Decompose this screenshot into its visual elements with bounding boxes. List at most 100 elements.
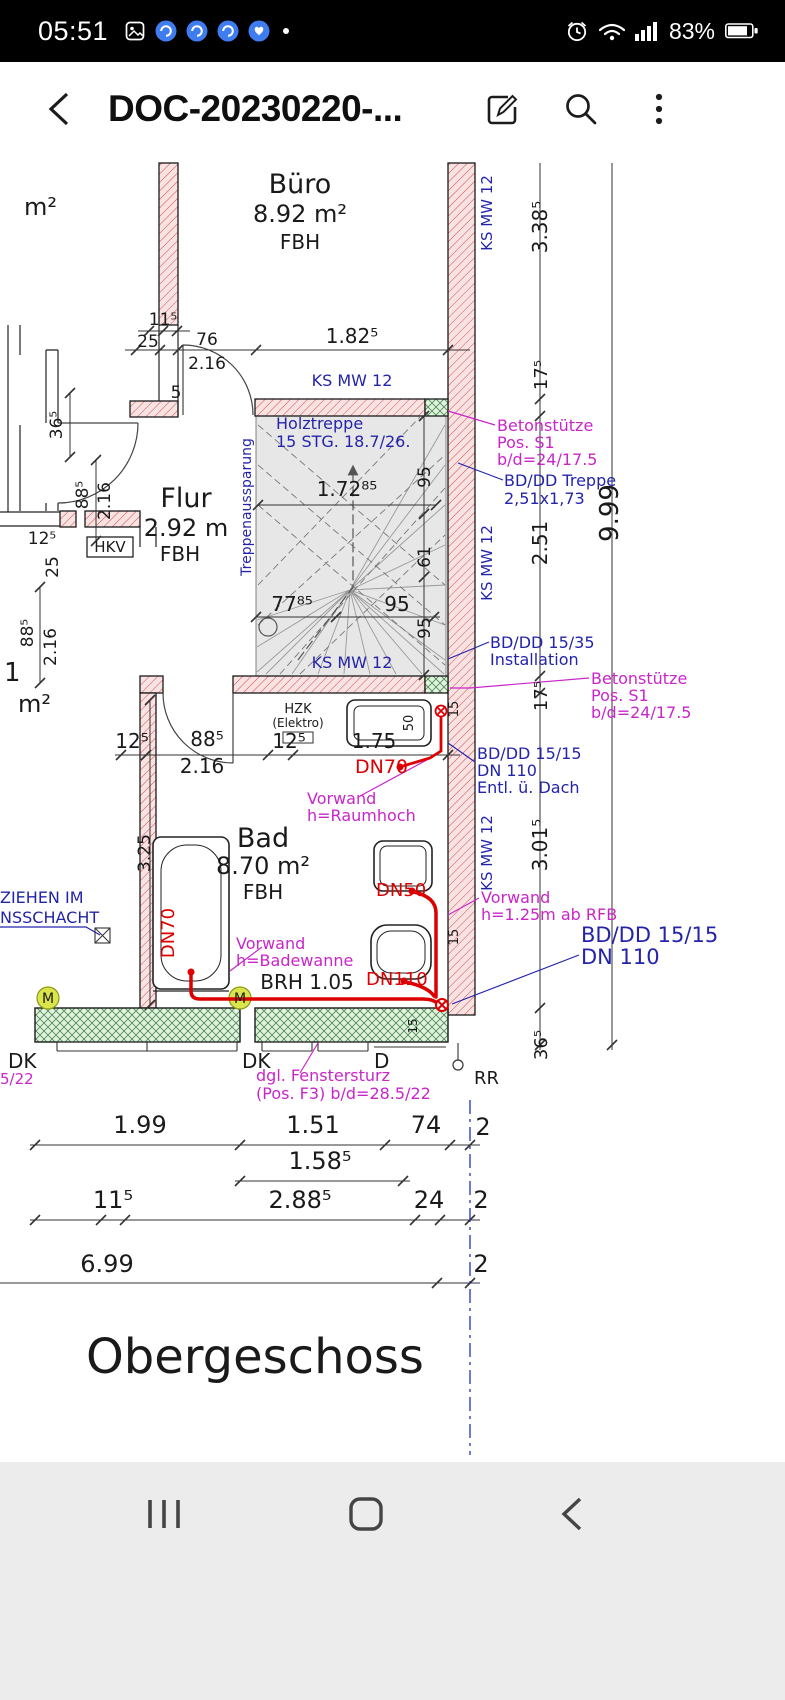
plan-label: 8.70 m² bbox=[216, 852, 310, 880]
plan-label: 2 bbox=[473, 1250, 488, 1278]
plan-label: dgl. Fenstersturz bbox=[256, 1066, 390, 1085]
shaft-symbol-x bbox=[94, 927, 111, 944]
plan-label: h=Raumhoch bbox=[307, 806, 416, 825]
plan-label: M bbox=[234, 991, 246, 1007]
plan-label: 8.92 m² bbox=[253, 200, 347, 228]
lintel-window-right bbox=[254, 1007, 449, 1043]
wall-middle-left bbox=[139, 675, 164, 694]
door-swings bbox=[57, 344, 254, 764]
plan-label: DK bbox=[8, 1049, 37, 1073]
plan-label: 15 STG. 18.7/26. bbox=[276, 432, 410, 451]
plan-label: 17⁵ bbox=[531, 360, 552, 390]
plan-label: Vorwand bbox=[481, 888, 550, 907]
rr-circle bbox=[452, 1059, 464, 1071]
plan-label: KS MW 12 bbox=[478, 175, 496, 251]
plan-label: FBH bbox=[280, 230, 320, 254]
plan-label: KS MW 12 bbox=[478, 815, 496, 891]
plan-label: FBH bbox=[160, 542, 200, 566]
plan-label: 17⁵ bbox=[531, 681, 552, 711]
recents-button[interactable] bbox=[142, 1494, 186, 1534]
status-bar: 05:51 bbox=[0, 0, 785, 62]
plan-label: Pos. S1 bbox=[591, 686, 649, 705]
sync-icon bbox=[217, 20, 239, 42]
plan-label: 50 bbox=[402, 715, 417, 732]
recents-icon bbox=[148, 1500, 180, 1528]
washbasin bbox=[346, 699, 432, 747]
plan-label: M bbox=[42, 991, 54, 1007]
plan-label: 2.16 bbox=[41, 628, 61, 666]
plan-label: BD/DD 15/35 bbox=[490, 633, 595, 652]
plan-label: 25 bbox=[43, 556, 63, 578]
plan-label: 5 bbox=[171, 383, 182, 403]
search-icon bbox=[566, 93, 597, 124]
plan-label: ZIEHEN IM bbox=[0, 888, 84, 907]
plan-label: 11⁵ bbox=[93, 1186, 133, 1214]
plan-label: BD/DD 15/15 bbox=[477, 744, 582, 763]
plan-label: 15 bbox=[406, 1018, 420, 1033]
plan-label: RR bbox=[474, 1068, 499, 1089]
more-options-icon bbox=[655, 93, 663, 124]
dimension-lines bbox=[0, 163, 618, 1289]
plan-label: 9.99 bbox=[595, 484, 625, 542]
wall-middle bbox=[232, 675, 426, 694]
back-button[interactable] bbox=[40, 87, 84, 131]
plan-label: 15 bbox=[447, 701, 462, 718]
plan-label: Flur bbox=[160, 483, 212, 514]
more-options-button[interactable] bbox=[637, 87, 681, 131]
battery-percent: 83% bbox=[668, 17, 715, 44]
washbasin-inner bbox=[353, 705, 425, 741]
concrete-column-top bbox=[424, 398, 449, 417]
plan-label: Pos. S1 bbox=[497, 433, 555, 452]
plan-label: DN50 bbox=[376, 880, 426, 901]
plan-label: 2.16 bbox=[188, 354, 226, 374]
plan-label: DN 110 bbox=[477, 761, 537, 780]
plan-label: Bad bbox=[237, 823, 289, 854]
plan-label: 36⁵ bbox=[531, 1030, 552, 1060]
plan-label: 2 bbox=[475, 1113, 490, 1141]
notification-icons bbox=[124, 20, 290, 42]
plan-label: 95 bbox=[415, 617, 435, 639]
document-title: DOC-20230220-... bbox=[108, 87, 403, 129]
plan-label: 2.92 m bbox=[144, 514, 228, 542]
plan-label: m² bbox=[18, 690, 51, 718]
home-button[interactable] bbox=[344, 1494, 388, 1534]
plan-label: 12⁵ bbox=[272, 729, 305, 753]
plan-label: FBH bbox=[243, 880, 283, 904]
plan-label: 1.75 bbox=[352, 729, 397, 753]
plan-label: 1.58⁵ bbox=[288, 1147, 351, 1175]
wall-buero-left bbox=[158, 162, 179, 326]
plan-label: 11⁵ bbox=[149, 310, 177, 330]
walls bbox=[34, 162, 476, 1043]
plan-label: 1 bbox=[4, 658, 21, 688]
plan-label: Vorwand bbox=[236, 934, 305, 953]
hkv-box bbox=[86, 536, 134, 558]
plan-label: (Elektro) bbox=[272, 716, 323, 730]
battery-icon bbox=[725, 23, 758, 39]
plan-label: 61 bbox=[415, 546, 435, 568]
search-button[interactable] bbox=[559, 87, 603, 131]
plan-label: BRH 1.05 bbox=[260, 970, 354, 994]
wall-right bbox=[447, 162, 476, 1016]
fixtures bbox=[36, 536, 464, 1071]
structure-lines bbox=[0, 325, 229, 992]
meter-circle bbox=[36, 986, 60, 1010]
plan-label: 25 bbox=[137, 332, 159, 352]
edit-button[interactable] bbox=[481, 87, 525, 131]
hzk-box bbox=[282, 731, 314, 744]
plan-label: 1.82⁵ bbox=[326, 324, 379, 348]
nav-back-button[interactable] bbox=[552, 1494, 596, 1534]
window-frames bbox=[56, 1041, 446, 1052]
plan-label: 1.72⁸⁵ bbox=[317, 477, 378, 501]
app-header: DOC-20230220-... bbox=[0, 62, 785, 155]
alarm-icon bbox=[567, 21, 587, 42]
pipes bbox=[187, 704, 449, 1012]
sync-icon bbox=[186, 20, 208, 42]
plan-label: 5/22 bbox=[0, 1070, 34, 1088]
plan-label: h=1.25m ab RFB bbox=[481, 905, 617, 924]
status-time: 05:51 bbox=[38, 15, 109, 46]
plan-label: 1.51 bbox=[286, 1111, 339, 1139]
wall-hkv-left bbox=[59, 510, 77, 528]
